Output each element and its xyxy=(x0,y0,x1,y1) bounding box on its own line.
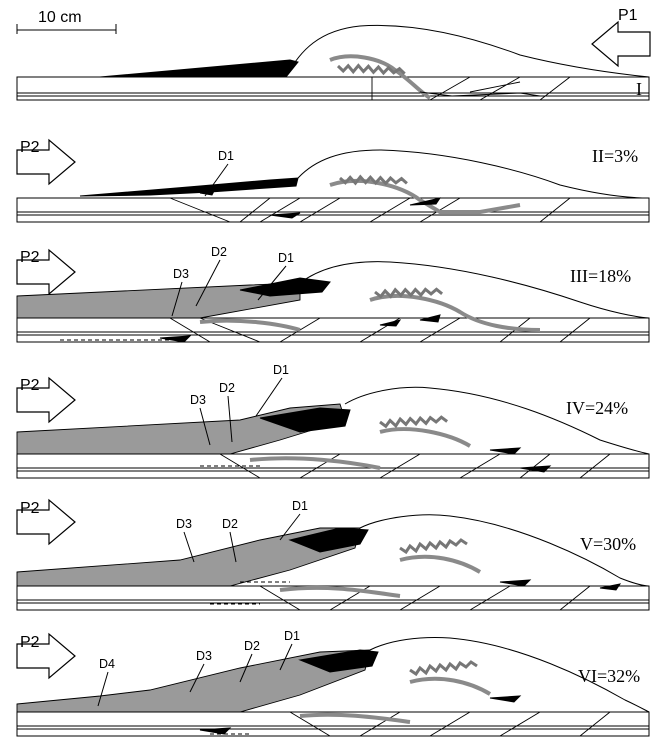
d-label: D2 xyxy=(219,381,235,395)
d-label: D3 xyxy=(196,649,212,663)
d-label: D3 xyxy=(190,393,206,407)
stage-label: IV=24% xyxy=(566,398,628,418)
d-label: D4 xyxy=(99,657,115,671)
panel-stage-4: P2 D3 D2 D1 IV=24% xyxy=(17,363,649,478)
d-label: D1 xyxy=(292,499,308,513)
stage-label: V=30% xyxy=(580,534,636,554)
p2-label: P2 xyxy=(20,139,40,156)
panel-stage-2: P2 D1 II=3% xyxy=(17,139,649,222)
d-label: D2 xyxy=(211,245,227,259)
p2-label: P2 xyxy=(20,249,40,266)
stage-label: VI=32% xyxy=(578,666,640,686)
panel-stage-3: P2 D3 D2 D1 III=18% xyxy=(17,245,649,342)
d-label: D1 xyxy=(273,363,289,377)
d-label: D1 xyxy=(284,629,300,643)
d-label: D3 xyxy=(176,517,192,531)
d-label: D2 xyxy=(222,517,238,531)
stage-label: I xyxy=(636,79,642,99)
p2-label: P2 xyxy=(20,377,40,394)
panel-stage-5: P2 D3 D2 D1 V=30% xyxy=(17,499,649,610)
d-label: D2 xyxy=(244,639,260,653)
d-label: D3 xyxy=(173,267,189,281)
scale-bar: 10 cm xyxy=(17,9,116,34)
panel-stage-1: I xyxy=(17,25,649,100)
stage-label: III=18% xyxy=(570,266,631,286)
p1-push-arrow-icon: P1 xyxy=(592,7,650,66)
panel-stage-6: P2 D4 D3 D2 D1 VI=32% xyxy=(17,629,649,736)
p2-label: P2 xyxy=(20,634,40,651)
scale-bar-label: 10 cm xyxy=(38,9,82,26)
stage-label: II=3% xyxy=(592,146,638,166)
d-label: D1 xyxy=(278,251,294,265)
d-label: D1 xyxy=(218,149,234,163)
p1-label: P1 xyxy=(618,7,638,24)
p2-label: P2 xyxy=(20,500,40,517)
